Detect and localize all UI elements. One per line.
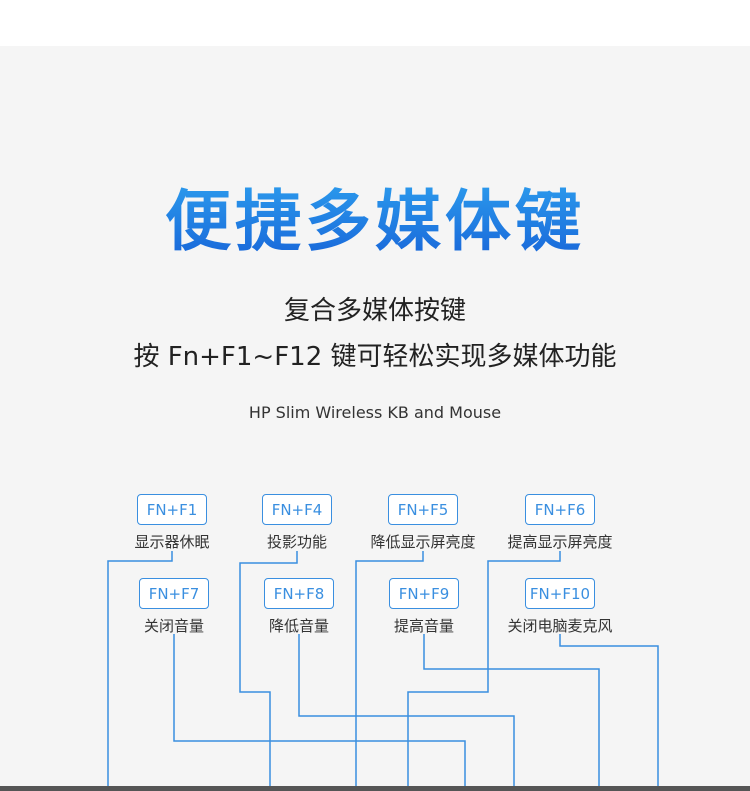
key-fn-f6: FN+F6 — [525, 494, 595, 525]
key-fn-f9: FN+F9 — [389, 578, 459, 609]
key-fn-f4: FN+F4 — [262, 494, 332, 525]
line-fn-f8 — [298, 634, 515, 786]
key-fn-f5: FN+F5 — [388, 494, 458, 525]
line-fn-f5 — [355, 551, 424, 786]
key-fn-f8: FN+F8 — [264, 578, 334, 609]
line-fn-f6 — [407, 551, 561, 786]
label-fn-f8: 降低音量 — [268, 617, 329, 635]
line-fn-f1 — [107, 551, 173, 786]
label-fn-f6: 提高显示屏亮度 — [507, 533, 613, 551]
label-fn-f10: 关闭电脑麦克风 — [507, 617, 613, 635]
key-fn-f1: FN+F1 — [137, 494, 207, 525]
key-fn-f10: FN+F10 — [525, 578, 595, 609]
line-fn-f9 — [423, 634, 600, 786]
label-fn-f1: 显示器休眠 — [134, 533, 210, 551]
line-fn-f4 — [239, 551, 298, 786]
product-model: HP Slim Wireless KB and Mouse — [248, 403, 502, 422]
line-fn-f7 — [173, 634, 466, 786]
key-fn-f7: FN+F7 — [139, 578, 209, 609]
label-fn-f9: 提高音量 — [393, 617, 454, 635]
label-fn-f7: 关闭音量 — [143, 617, 204, 635]
subtitle-line-1: 复合多媒体按键 — [283, 296, 466, 326]
line-fn-f10 — [559, 634, 659, 786]
subtitle-line-2: 按 Fn+F1~F12 键可轻松实现多媒体功能 — [133, 342, 617, 372]
label-fn-f4: 投影功能 — [266, 533, 327, 551]
page-title: 便捷多媒体键 — [0, 168, 750, 264]
content-panel — [0, 46, 750, 791]
keyboard-edge — [0, 786, 750, 791]
label-fn-f5: 降低显示屏亮度 — [370, 533, 476, 551]
